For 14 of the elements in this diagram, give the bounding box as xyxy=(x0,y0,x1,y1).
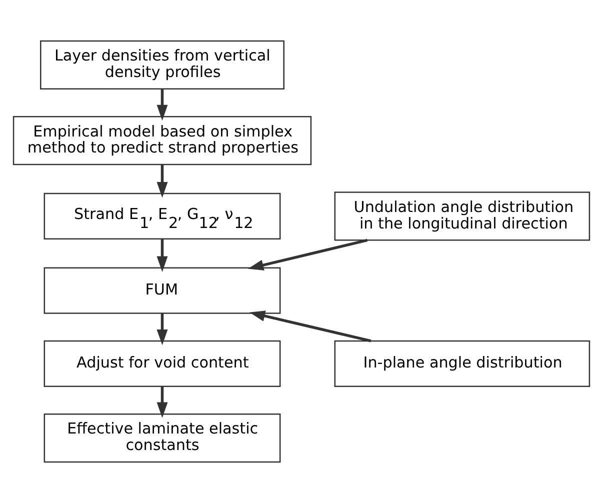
node-box: Undulation angle distribution in the longitudinal direction xyxy=(334,192,590,241)
node-box: In-plane angle distribution xyxy=(334,340,590,387)
node-box: Effective laminate elastic constants xyxy=(44,413,281,463)
node-box: FUM xyxy=(44,267,281,314)
arrow xyxy=(156,239,168,272)
arrow xyxy=(156,313,168,346)
arrow xyxy=(248,238,368,270)
arrow xyxy=(156,88,168,121)
arrow xyxy=(156,164,168,198)
arrow xyxy=(249,310,372,342)
arrow xyxy=(156,386,168,418)
node-box: Empirical model based on simplex method to predict strand properties xyxy=(12,116,312,166)
node-box: Layer densities from vertical density profiles xyxy=(40,40,284,90)
node-box: Adjust for void content xyxy=(44,340,281,387)
